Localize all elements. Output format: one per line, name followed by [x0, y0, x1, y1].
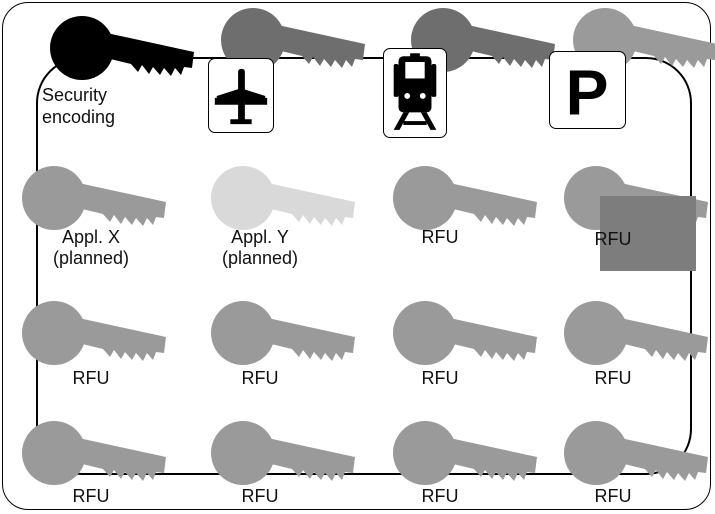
slot-key-icon — [387, 295, 537, 375]
slot-label: RFU — [241, 368, 279, 388]
slot-label: RFU — [421, 486, 459, 506]
slot-key-icon — [205, 295, 355, 375]
slot-key-icon — [16, 295, 166, 375]
slot-label: RFU — [594, 486, 632, 506]
slot-label: RFU — [72, 486, 110, 506]
slot-label: RFU — [594, 368, 632, 388]
airplane-icon — [208, 58, 274, 133]
slot-label: Appl. Y (planned) — [221, 227, 299, 268]
slot-key-icon — [205, 415, 355, 495]
slot-key-icon — [16, 415, 166, 495]
slot-label: Appl. X (planned) — [52, 227, 130, 268]
slot-key-icon — [558, 415, 708, 495]
slot-label: RFU — [421, 368, 459, 388]
slot-key-icon — [558, 295, 708, 375]
overlay-block — [600, 196, 696, 271]
parking-icon: P — [549, 51, 626, 129]
parking-letter: P — [566, 56, 609, 128]
slot-label-overlay: RFU — [594, 229, 632, 249]
slot-label: RFU — [421, 227, 459, 247]
train-icon — [383, 48, 447, 138]
slot-key-icon — [387, 415, 537, 495]
security-key-icon — [44, 10, 194, 90]
slot-label: RFU — [72, 368, 110, 388]
security-encoding-label: Security encoding — [42, 85, 116, 127]
slot-label: RFU — [241, 486, 279, 506]
